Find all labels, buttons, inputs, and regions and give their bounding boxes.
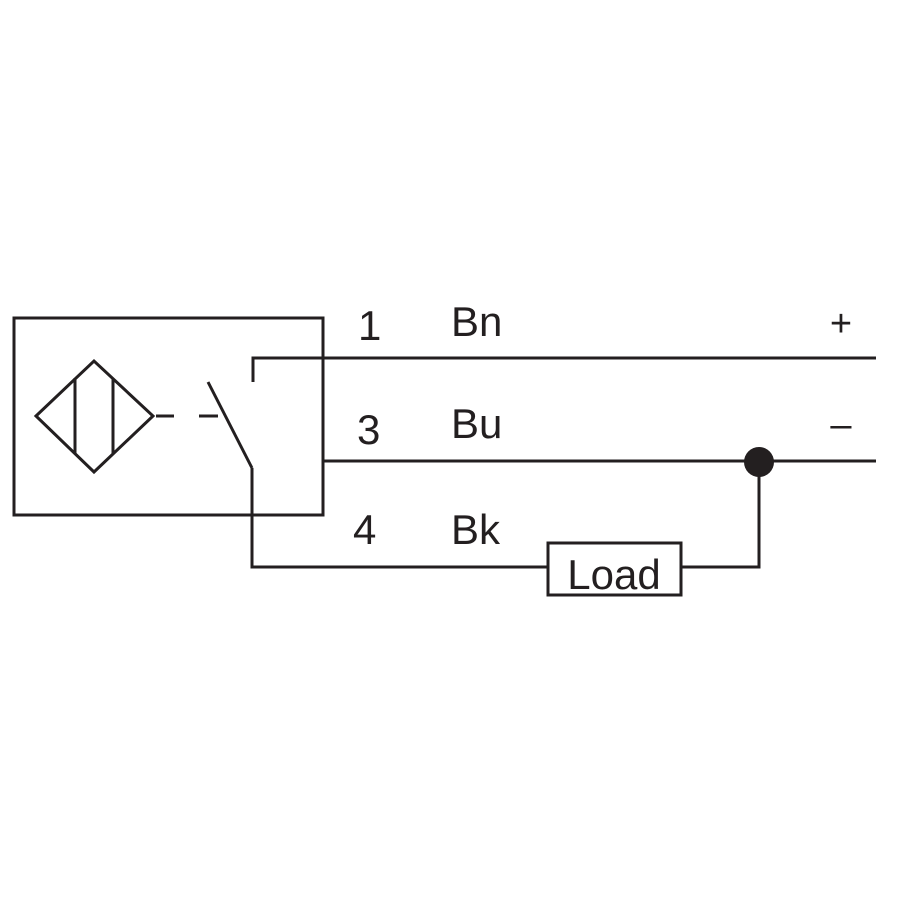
load-label: Load xyxy=(567,551,660,598)
switch-contact xyxy=(206,381,254,469)
wire-1-pin: 1 xyxy=(358,302,381,349)
wire-3-pin: 3 xyxy=(357,406,380,453)
wire-4-line xyxy=(250,468,548,569)
wire-4-pin: 4 xyxy=(353,506,376,553)
junction-dot xyxy=(744,447,774,477)
sensor-housing xyxy=(12,316,325,517)
wire-3-polarity: – xyxy=(830,404,852,446)
proximity-sensor-icon xyxy=(33,358,218,475)
load-return-line xyxy=(681,461,761,569)
wire-4-color: Bk xyxy=(451,506,501,553)
wire-1-line xyxy=(251,356,876,382)
wire-1-color: Bn xyxy=(451,298,502,345)
wire-3-color: Bu xyxy=(451,400,502,447)
wire-1-polarity: + xyxy=(830,303,852,345)
load-box xyxy=(546,541,683,597)
